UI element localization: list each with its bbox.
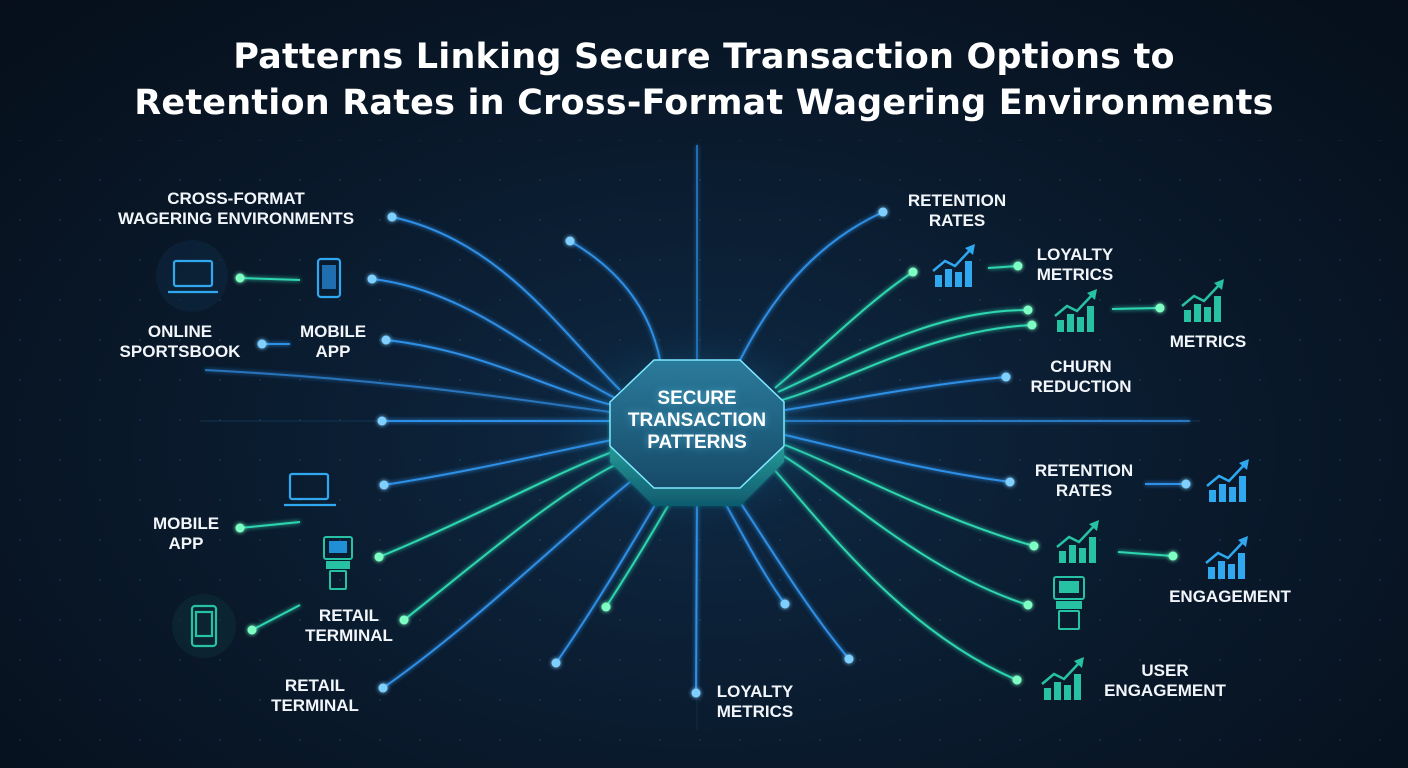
node-dot	[1029, 541, 1039, 551]
node-dot	[1013, 261, 1023, 271]
node-dot	[374, 552, 384, 562]
node-dot	[235, 523, 245, 533]
node-dot	[1001, 372, 1011, 382]
label-line: METRICS	[1169, 332, 1247, 351]
title-line-1: Patterns Linking Secure Transaction Opti…	[233, 37, 1175, 77]
connector-curve	[251, 604, 301, 631]
hub-label: SECURE TRANSACTION PATTERNS	[628, 388, 766, 454]
node-dot	[379, 480, 389, 490]
label-line: RETENTION	[1034, 461, 1134, 480]
label-retail-terminal-bottom: RETAIL TERMINAL	[271, 676, 359, 716]
node-dot	[1012, 675, 1022, 685]
label-line: SPORTSBOOK	[119, 342, 241, 361]
label-line: APP	[168, 534, 204, 553]
label-user-engagement: USER ENGAGEMENT	[1104, 661, 1226, 701]
hub-label-line: TRANSACTION	[627, 410, 767, 431]
node-dot	[247, 625, 257, 635]
node-dot	[1181, 479, 1191, 489]
hub-label-line: SECURE	[657, 388, 737, 409]
node-dot	[878, 207, 888, 217]
connector-curve	[239, 521, 301, 529]
connector-curve	[239, 277, 301, 281]
node-dot	[257, 339, 267, 349]
hub-node	[537, 320, 857, 540]
node-dot	[601, 602, 611, 612]
label-line: APP	[315, 342, 351, 361]
label-line: WAGERING ENVIRONMENTS	[117, 209, 355, 228]
node-dot	[1023, 305, 1033, 315]
hub-top	[609, 359, 785, 489]
label-line: TERMINAL	[305, 626, 393, 645]
label-churn-reduction: CHURN REDUCTION	[1030, 357, 1131, 397]
label-line: ENGAGEMENT	[1104, 681, 1226, 700]
label-line: ONLINE	[147, 322, 213, 341]
label-loyalty-metrics-bottom: LOYALTY METRICS	[717, 682, 794, 722]
label-retention-rates-mid: RETENTION RATES	[1035, 461, 1133, 501]
laptop-icon	[284, 472, 336, 507]
label-line: RATES	[928, 211, 986, 230]
node-dot	[780, 599, 790, 609]
label-retention-rates-top: RETENTION RATES	[908, 191, 1006, 231]
node-dot	[377, 416, 387, 426]
smartphone-icon	[316, 257, 342, 299]
label-engagement: ENGAGEMENT	[1169, 587, 1291, 607]
label-line: MOBILE	[152, 514, 220, 533]
node-dot	[399, 615, 409, 625]
label-line: LOYALTY	[716, 682, 794, 701]
label-loyalty-metrics-right: LOYALTY METRICS	[1037, 245, 1114, 285]
label-line: METRICS	[716, 702, 794, 721]
label-line: REDUCTION	[1030, 377, 1132, 396]
page-title: Patterns Linking Secure Transaction Opti…	[0, 34, 1408, 126]
label-line: RATES	[1055, 481, 1113, 500]
node-dot	[844, 654, 854, 664]
label-line: METRICS	[1036, 265, 1114, 284]
node-dot	[565, 236, 575, 246]
label-mobile-app-bottom: MOBILE APP	[153, 514, 219, 554]
title-line-2: Retention Rates in Cross-Format Wagering…	[134, 83, 1274, 123]
label-line: ENGAGEMENT	[1169, 587, 1291, 606]
label-mobile-app-top: MOBILE APP	[300, 322, 366, 362]
label-line: TERMINAL	[271, 696, 359, 715]
hub-label-line: PATTERNS	[647, 432, 747, 453]
node-dot	[387, 212, 397, 222]
retail-terminal-icon	[1053, 576, 1085, 630]
label-line: RETENTION	[907, 191, 1007, 210]
smartphone-icon	[172, 594, 236, 658]
node-dot	[381, 335, 391, 345]
label-retail-terminal-mid: RETAIL TERMINAL	[305, 606, 393, 646]
laptop-icon	[156, 240, 228, 312]
node-dot	[1027, 320, 1037, 330]
connector-curve	[1117, 551, 1174, 557]
label-line: CROSS-FORMAT	[167, 189, 305, 208]
node-dot	[1023, 600, 1033, 610]
label-line: RETAIL	[318, 606, 380, 625]
node-dot	[367, 274, 377, 284]
node-dot	[551, 658, 561, 668]
label-line: RETAIL	[284, 676, 346, 695]
connector-curve	[987, 265, 1019, 269]
connector-nodes	[235, 207, 1191, 698]
node-dot	[1168, 551, 1178, 561]
connector-curve	[1111, 307, 1161, 310]
label-line: CHURN	[1050, 357, 1112, 376]
label-cross-format-wagering: CROSS-FORMAT WAGERING ENVIRONMENTS	[118, 189, 354, 229]
label-online-sportsbook: ONLINE SPORTSBOOK	[120, 322, 241, 362]
node-dot	[691, 688, 701, 698]
retail-terminal-icon	[323, 536, 353, 590]
label-metrics: METRICS	[1170, 332, 1247, 352]
node-dot	[1155, 303, 1165, 313]
node-dot	[1005, 477, 1015, 487]
node-dot	[378, 683, 388, 693]
node-dot	[235, 273, 245, 283]
label-line: LOYALTY	[1036, 245, 1114, 264]
label-line: MOBILE	[299, 322, 367, 341]
node-dot	[908, 267, 918, 277]
label-line: USER	[1141, 661, 1189, 680]
